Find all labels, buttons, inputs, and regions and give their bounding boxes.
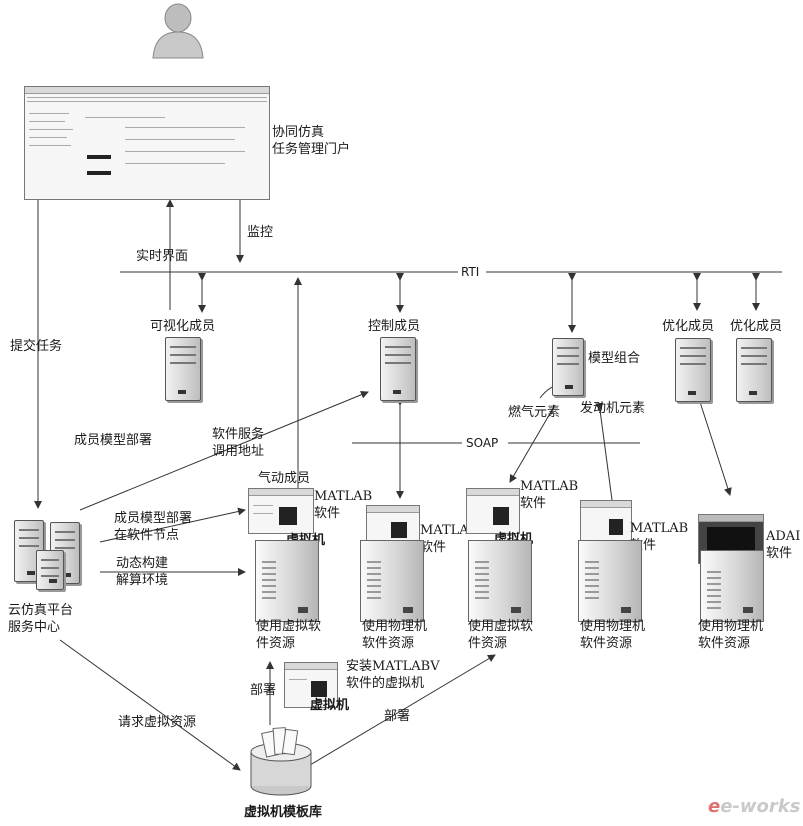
request-vm-label: 请求虚拟资源 xyxy=(118,715,197,730)
install-vm-label: 安装MATLABV 软件的虚拟机 xyxy=(346,659,440,691)
submit-task-label: 提交任务 xyxy=(10,339,63,354)
opt-adams-arrow xyxy=(694,394,732,496)
deploy-on-node-label: 成员模型部署 在软件节点 xyxy=(114,511,193,543)
deploy-2-label: 部署 xyxy=(384,709,411,724)
matlab-soft-3-label: MATLAB 软件 xyxy=(520,479,579,511)
opt-member-2-label: 优化成员 xyxy=(730,319,783,334)
realtime-ui-label: 实时界面 xyxy=(136,249,189,264)
ctrl-member-server-icon xyxy=(380,337,416,401)
pneumatic-vm-screen xyxy=(248,488,314,534)
matlab-soft-2-label: MATLAB 软件 xyxy=(420,523,479,555)
ctrl-member-label: 控制成员 xyxy=(368,319,421,334)
virtual-server-2-icon xyxy=(468,540,532,622)
opt-member-2-server-icon xyxy=(736,338,772,402)
opt-member-1-label: 优化成员 xyxy=(662,319,715,334)
user-avatar-icon xyxy=(152,3,204,59)
physical-server-2-icon xyxy=(578,540,642,622)
use-physical-2-label: 使用物理机 软件资源 xyxy=(580,619,646,651)
rti-label: RTI xyxy=(461,265,480,279)
soap-label: SOAP xyxy=(466,436,499,450)
engine-matlab-screen xyxy=(580,500,632,546)
portal-label: 协同仿真 任务管理门户 xyxy=(272,125,351,157)
service-call-arrow xyxy=(79,390,369,511)
use-physical-3-label: 使用物理机 软件资源 xyxy=(698,619,764,651)
cloud-center-label: 云仿真平台 服务中心 xyxy=(8,603,74,635)
deploy-right-arrow xyxy=(309,654,496,766)
member-model-deploy-label: 成员模型部署 xyxy=(74,433,153,448)
deploy-node-arrow xyxy=(99,507,246,543)
use-virtual-1-label: 使用虚拟软 件资源 xyxy=(256,619,322,651)
deploy-1-label: 部署 xyxy=(250,683,277,698)
cloud-server-3-icon xyxy=(36,550,64,590)
request-vm-arrow xyxy=(59,639,241,771)
physical-server-3-icon xyxy=(700,550,764,622)
adams-soft-label: ADAI 软件 xyxy=(766,529,801,561)
model-combo-server-icon xyxy=(552,338,584,396)
use-physical-1-label: 使用物理机 软件资源 xyxy=(362,619,428,651)
vm-template-lib-label: 虚拟机模板库 xyxy=(244,805,323,820)
vis-member-label: 可视化成员 xyxy=(150,319,216,334)
opt-member-1-server-icon xyxy=(675,338,711,402)
gas-element-label: 燃气元素 xyxy=(508,405,561,420)
vm-3-label: 虚拟机 xyxy=(310,698,350,713)
portal-screen xyxy=(24,86,270,200)
disk-database-icon xyxy=(250,727,312,796)
pneumatic-server-icon xyxy=(255,540,319,622)
engine-element-label: 发动机元素 xyxy=(580,401,646,416)
watermark-logo: ee-works xyxy=(708,796,801,817)
model-combo-label: 模型组合 xyxy=(588,351,641,366)
gas-matlab-arrow xyxy=(509,404,556,483)
matlab-soft-1-label: MATLAB 软件 xyxy=(314,489,373,521)
service-call-label: 软件服务 调用地址 xyxy=(212,427,265,459)
install-vm-screen xyxy=(284,662,338,708)
use-virtual-2-label: 使用虚拟软 件资源 xyxy=(468,619,534,651)
engine-matlab-arrow xyxy=(595,402,613,501)
pneumatic-member-label: 气动成员 xyxy=(258,471,311,486)
physical-server-1-icon xyxy=(360,540,424,622)
gas-vm-screen xyxy=(466,488,520,534)
vis-member-server-icon xyxy=(165,337,201,401)
dynamic-env-label: 动态构建 解算环境 xyxy=(116,556,169,588)
monitor-label: 监控 xyxy=(247,225,274,240)
